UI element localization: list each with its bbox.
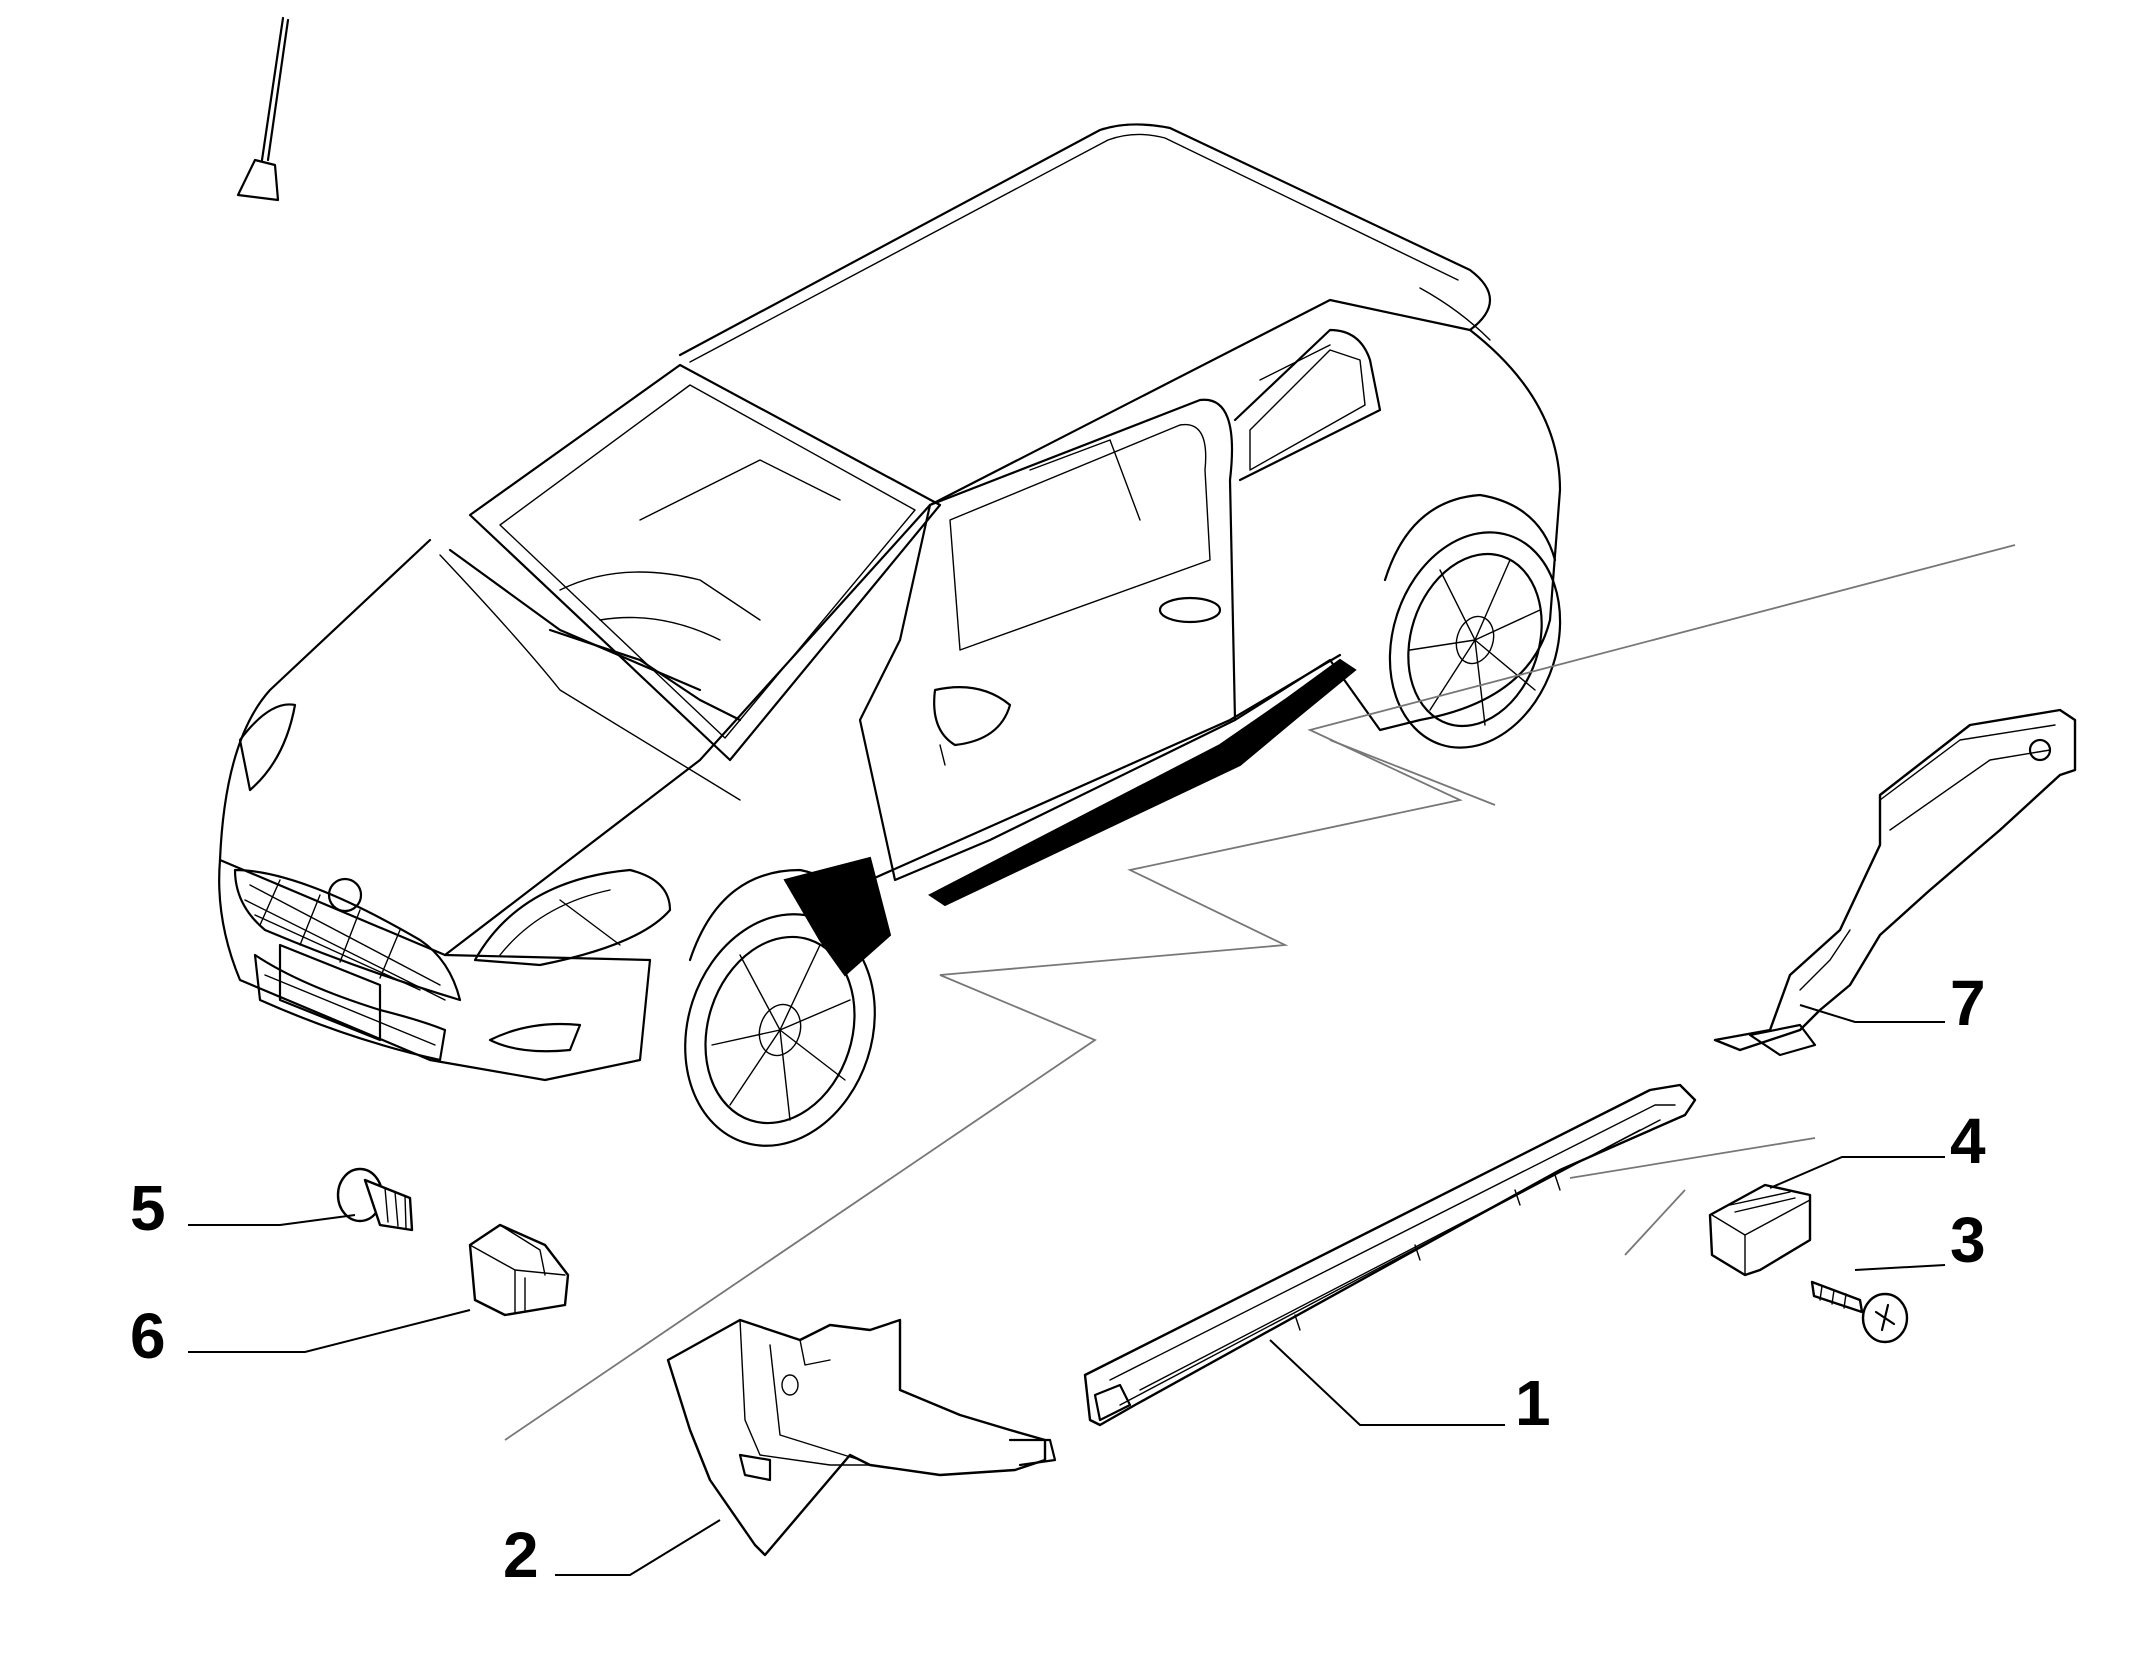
side-mirror xyxy=(933,686,1012,747)
callout-4: 4 xyxy=(1950,1105,1986,1177)
car-windshield xyxy=(468,363,942,762)
part-2-splash-guard xyxy=(666,1318,1057,1557)
part-4-clip xyxy=(1708,1183,1812,1277)
part-6-clip-block xyxy=(468,1223,570,1317)
door-handle xyxy=(1158,596,1222,624)
front-wheel xyxy=(684,868,876,1147)
car-illustration xyxy=(218,16,1562,1147)
part-1-sill-trim xyxy=(1083,1083,1697,1427)
callout-6: 6 xyxy=(130,1300,166,1372)
guide-lines xyxy=(504,544,2016,1441)
callout-3: 3 xyxy=(1950,1204,1986,1276)
part-7-sill-bracket xyxy=(1713,708,2077,1057)
leader-lines xyxy=(188,1004,1946,1576)
front-grille xyxy=(233,868,462,1002)
headlight xyxy=(473,868,672,967)
part-3-screw xyxy=(1810,1280,1909,1344)
callout-2: 2 xyxy=(503,1519,539,1591)
callout-7: 7 xyxy=(1950,967,1986,1039)
callout-1: 1 xyxy=(1515,1367,1551,1439)
part-5-bolt xyxy=(336,1167,414,1232)
car-front-fascia xyxy=(218,858,652,1082)
rear-wheel xyxy=(1383,493,1562,749)
front-splash-guard-highlight xyxy=(783,856,892,977)
car-door xyxy=(858,398,1237,882)
car-interior xyxy=(559,344,1331,641)
sill-strip xyxy=(928,658,1357,907)
antenna-icon xyxy=(236,16,290,202)
brand-emblem xyxy=(327,877,363,913)
car-rear-quarter xyxy=(1233,328,1562,732)
car-roof xyxy=(678,123,1492,507)
callout-5: 5 xyxy=(130,1172,166,1244)
